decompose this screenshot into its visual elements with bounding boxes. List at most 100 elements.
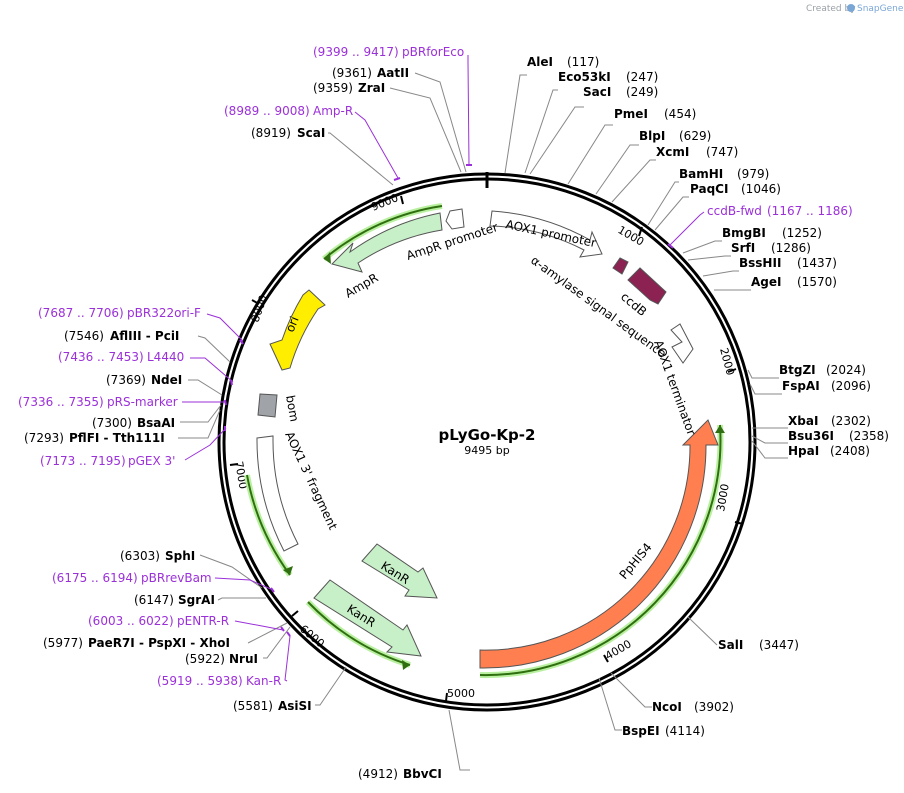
feature-label-bom: bom <box>283 394 301 423</box>
enzyme-pos-eco53ki: (247) <box>626 70 658 84</box>
strand-arrow-icon <box>283 566 293 575</box>
primer-name-amp-r: Amp-R <box>313 104 353 118</box>
primer-range-kan-r: (5919 .. 5938) <box>157 674 243 688</box>
primer-name-pgex-3: pGEX 3' <box>128 454 175 468</box>
strand-arrow-icon <box>715 425 725 433</box>
signal-sequence-feature <box>612 257 629 275</box>
primer-name-pbrrevbam: pBRrevBam <box>141 571 212 585</box>
enzyme-pos-ncoi: (3902) <box>694 700 734 714</box>
tick-label-8000: 8000 <box>249 293 271 324</box>
enzyme-name-agei: AgeI <box>751 275 781 289</box>
credit-brand: SnapGene <box>857 4 904 14</box>
enzyme-name-asisi: AsiSI <box>278 699 312 713</box>
enzyme-name-ndei: NdeI <box>151 373 182 387</box>
enzyme-pos-scai: (8919) <box>251 126 291 140</box>
enzyme-name-bmgbi: BmgBI <box>722 226 766 240</box>
primer-markers <box>224 164 674 637</box>
enzyme-pos-nrui: (5922) <box>185 652 225 666</box>
enzyme-pos-bmgbi: (1252) <box>782 226 822 240</box>
enzyme-pos-paer7i-pspxi-xhoi: (5977) <box>43 636 83 650</box>
enzyme-name-srfi: SrfI <box>731 241 755 255</box>
enzyme-pos-bsu36i: (2358) <box>849 429 889 443</box>
enzyme-pos-sali: (3447) <box>759 638 799 652</box>
feature-label-aox1-terminator: AOX1 terminator <box>651 338 698 437</box>
tick-label-9000: 9000 <box>369 191 400 214</box>
enzyme-pos-bsaai: (7300) <box>92 416 132 430</box>
primer-range-pbrrevbam: (6175 .. 6194) <box>52 571 138 585</box>
feature-label-aox1-3-fragment: AOX1 3' fragment <box>282 429 340 532</box>
enzyme-name-xbai: XbaI <box>788 414 818 428</box>
snapgene-logo-icon <box>847 4 855 12</box>
tick-label-5000: 5000 <box>447 687 475 700</box>
enzyme-pos-srfi: (1286) <box>771 241 811 255</box>
primer-name-pbrforeco: pBRforEco <box>402 45 464 59</box>
enzyme-pos-sgrai: (6147) <box>134 593 174 607</box>
enzyme-leader-lines <box>178 72 788 771</box>
enzyme-name-eco53ki: Eco53kI <box>558 70 611 84</box>
enzyme-name-blpi: BlpI <box>639 129 665 143</box>
primer-range-amp-r: (8989 .. 9008) <box>224 104 310 118</box>
bom-feature <box>257 393 278 418</box>
enzyme-pos-bsshii: (1437) <box>797 256 837 270</box>
ampr-promoter-feature <box>445 208 465 230</box>
enzyme-pos-aatii: (9361) <box>332 66 372 80</box>
primer-range-pgex-3: (7173 .. 7195) <box>40 454 126 468</box>
enzyme-name-btgzi: BtgZI <box>779 363 816 377</box>
aox1-promoter-feature <box>489 210 603 258</box>
enzyme-name-ncoi: NcoI <box>652 700 682 714</box>
ampr-feature <box>331 212 443 273</box>
enzyme-pos-pflfi-tth111i: (7293) <box>24 431 64 445</box>
enzyme-name-sphi: SphI <box>165 549 195 563</box>
enzyme-pos-xbai: (2302) <box>831 414 871 428</box>
enzyme-pos-agei: (1570) <box>797 275 837 289</box>
primer-name-prs-marker: pRS-marker <box>107 395 178 409</box>
primer-range-prs-marker: (7336 .. 7355) <box>18 395 104 409</box>
tick-label-3000: 3000 <box>714 483 732 513</box>
enzyme-pos-bamhi: (979) <box>737 167 769 181</box>
enzyme-pos-hpai: (2408) <box>830 444 870 458</box>
enzyme-name-pmei: PmeI <box>614 107 648 121</box>
enzyme-pos-saci: (249) <box>626 85 658 99</box>
enzyme-name-bsu36i: Bsu36I <box>788 429 834 443</box>
kanr-feature-2 <box>313 579 422 657</box>
enzyme-name-zrai: ZraI <box>358 81 385 95</box>
enzyme-pos-btgzi: (2024) <box>826 363 866 377</box>
enzyme-name-bspei: BspEI <box>622 724 660 738</box>
enzyme-name-sgrai: SgrAI <box>178 593 215 607</box>
enzyme-name-aatii: AatII <box>377 66 409 80</box>
enzyme-pos-fspai: (2096) <box>831 379 871 393</box>
plasmid-length: 9495 bp <box>464 444 509 457</box>
aox1-terminator-feature <box>670 323 694 364</box>
enzyme-pos-bspei: (4114) <box>665 724 705 738</box>
primer-name-pentr-r: pENTR-R <box>177 614 229 628</box>
enzyme-pos-bbvci: (4912) <box>358 767 398 781</box>
kanr-feature-1 <box>361 543 438 599</box>
primer-name-l4440: L4440 <box>147 350 184 364</box>
primer-range-pbrforeco: (9399 .. 9417) <box>313 45 399 59</box>
primer-leader-lines <box>182 55 705 682</box>
primer-range-pbr322ori-f: (7687 .. 7706) <box>38 306 124 320</box>
plasmid-name: pLyGo-Kp-2 <box>439 426 536 444</box>
primer-range-l4440: (7436 .. 7453) <box>58 350 144 364</box>
enzyme-name-bbvci: BbvCI <box>403 767 442 781</box>
enzyme-name-bamhi: BamHI <box>679 167 723 181</box>
enzyme-pos-sphi: (6303) <box>120 549 160 563</box>
enzyme-name-nrui: NruI <box>229 652 258 666</box>
primer-name-pbr322ori-f: pBR322ori-F <box>127 306 201 320</box>
strand-arrow-icon <box>402 660 410 670</box>
scale-ticks <box>229 195 744 702</box>
primer-range-ccdb-fwd: (1167 .. 1186) <box>767 204 853 218</box>
feature-label-ori: ori <box>283 314 302 334</box>
tick-label-7000: 7000 <box>232 460 250 490</box>
enzyme-name-xcmi: XcmI <box>656 145 689 159</box>
primer-name-ccdb-fwd: ccdB-fwd <box>707 204 762 218</box>
strand-highlight-arcs <box>244 203 724 679</box>
enzyme-pos-asisi: (5581) <box>233 699 273 713</box>
enzyme-name-sali: SalI <box>718 638 743 652</box>
enzyme-name-alei: AleI <box>527 55 553 69</box>
enzyme-name-pflfi-tth111i: PflFI - Tth111I <box>69 431 165 445</box>
enzyme-name-saci: SacI <box>583 85 611 99</box>
enzyme-pos-paqci: (1046) <box>741 182 781 196</box>
enzyme-name-bsshii: BssHII <box>739 256 781 270</box>
